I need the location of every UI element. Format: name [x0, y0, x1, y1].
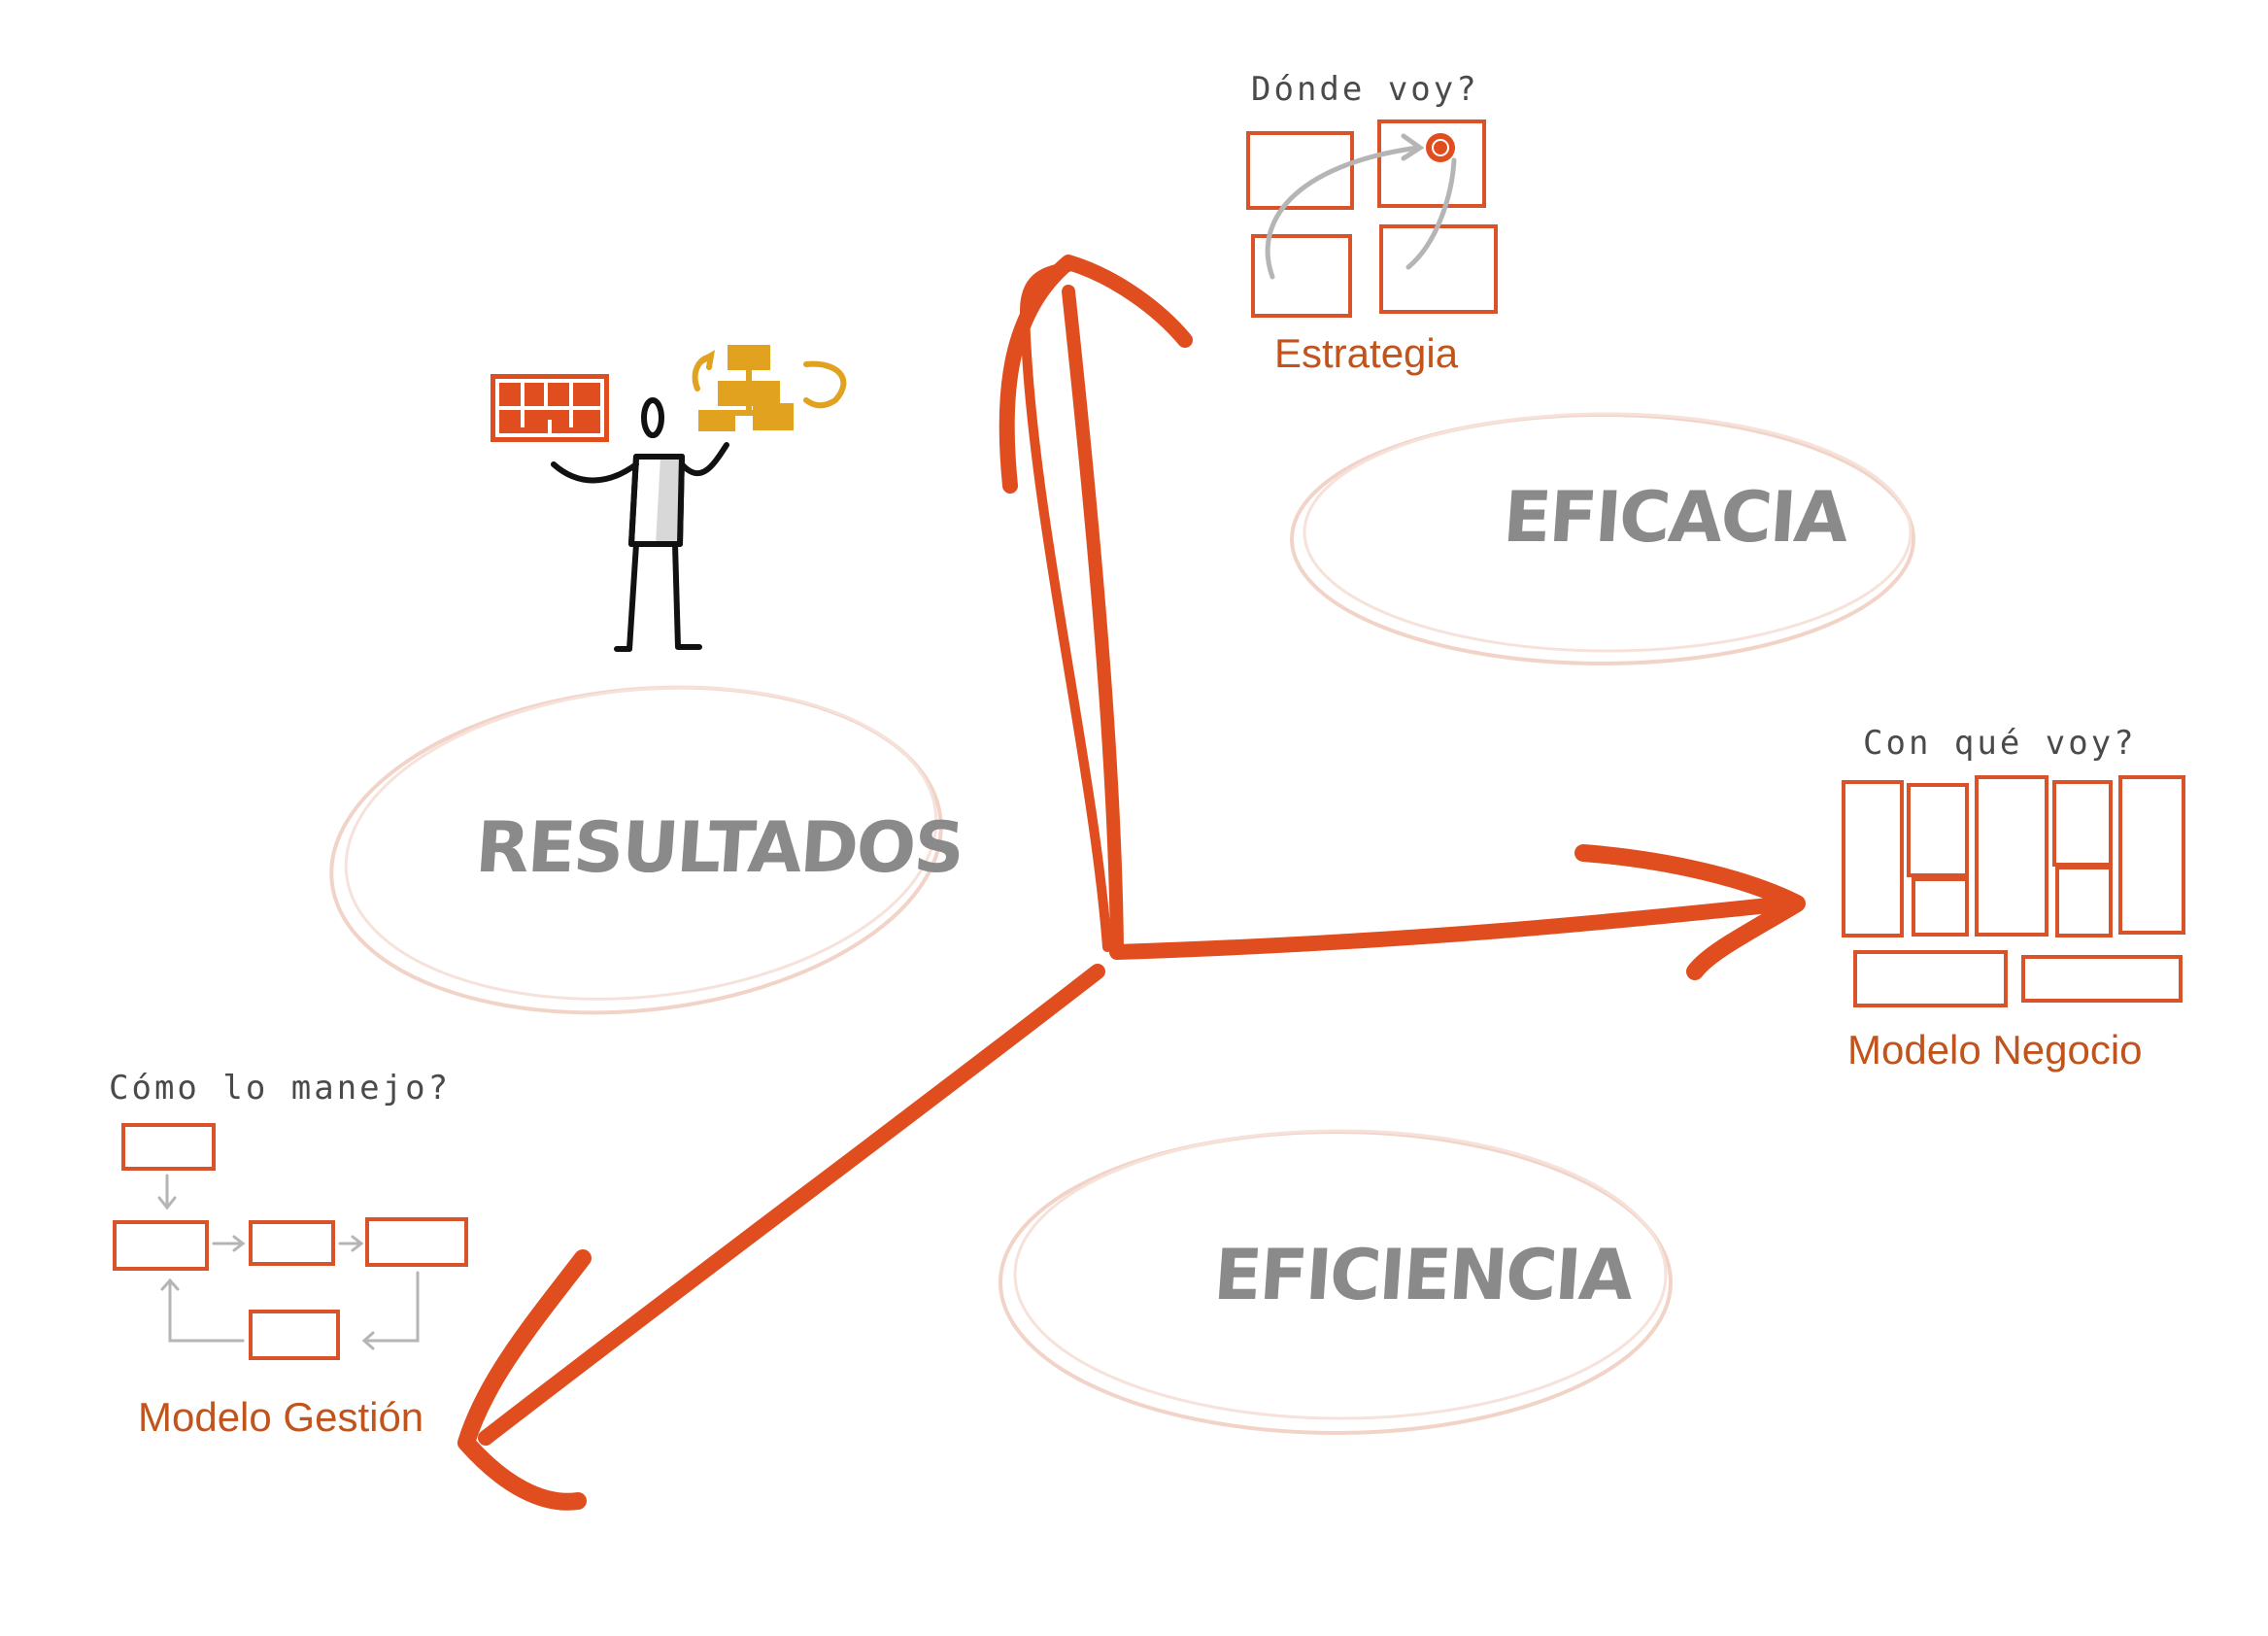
estrategia-path-arrows [1265, 133, 1457, 280]
resultados-ellipse-sketch [344, 686, 938, 1001]
eficiencia-label: EFICIENCIA [1211, 1234, 1635, 1315]
estrategia-label: Estrategia [1274, 330, 1459, 376]
estrategia-grid [1246, 119, 1498, 318]
vertical-axis-arrow [999, 255, 1193, 954]
eficacia-ellipse-sketch [1303, 412, 1913, 653]
negocio-label: Modelo Negocio [1847, 1027, 2143, 1073]
eficiencia-ellipse-sketch [1013, 1129, 1668, 1420]
resultados-label: RESULTADOS [473, 806, 965, 888]
eficacia-label: EFICACIA [1501, 476, 1850, 558]
horizontal-axis-arrow [1109, 844, 1806, 980]
gestion-label: Modelo Gestión [138, 1394, 424, 1440]
gestion-flow [113, 1123, 468, 1360]
canvas-board-icon [491, 374, 609, 442]
negocio-canvas [1842, 775, 2185, 1007]
gestion-flow-arrows [157, 1174, 420, 1350]
gestion-question: Cómo lo manejo? [109, 1069, 452, 1108]
diagonal-axis-arrow [457, 964, 1105, 1511]
negocio-question: Con qué voy? [1863, 724, 2137, 763]
process-flow-icon [692, 345, 847, 431]
target-icon [1426, 133, 1455, 162]
estrategia-question: Dónde voy? [1251, 70, 1479, 109]
person-figure [551, 397, 729, 652]
